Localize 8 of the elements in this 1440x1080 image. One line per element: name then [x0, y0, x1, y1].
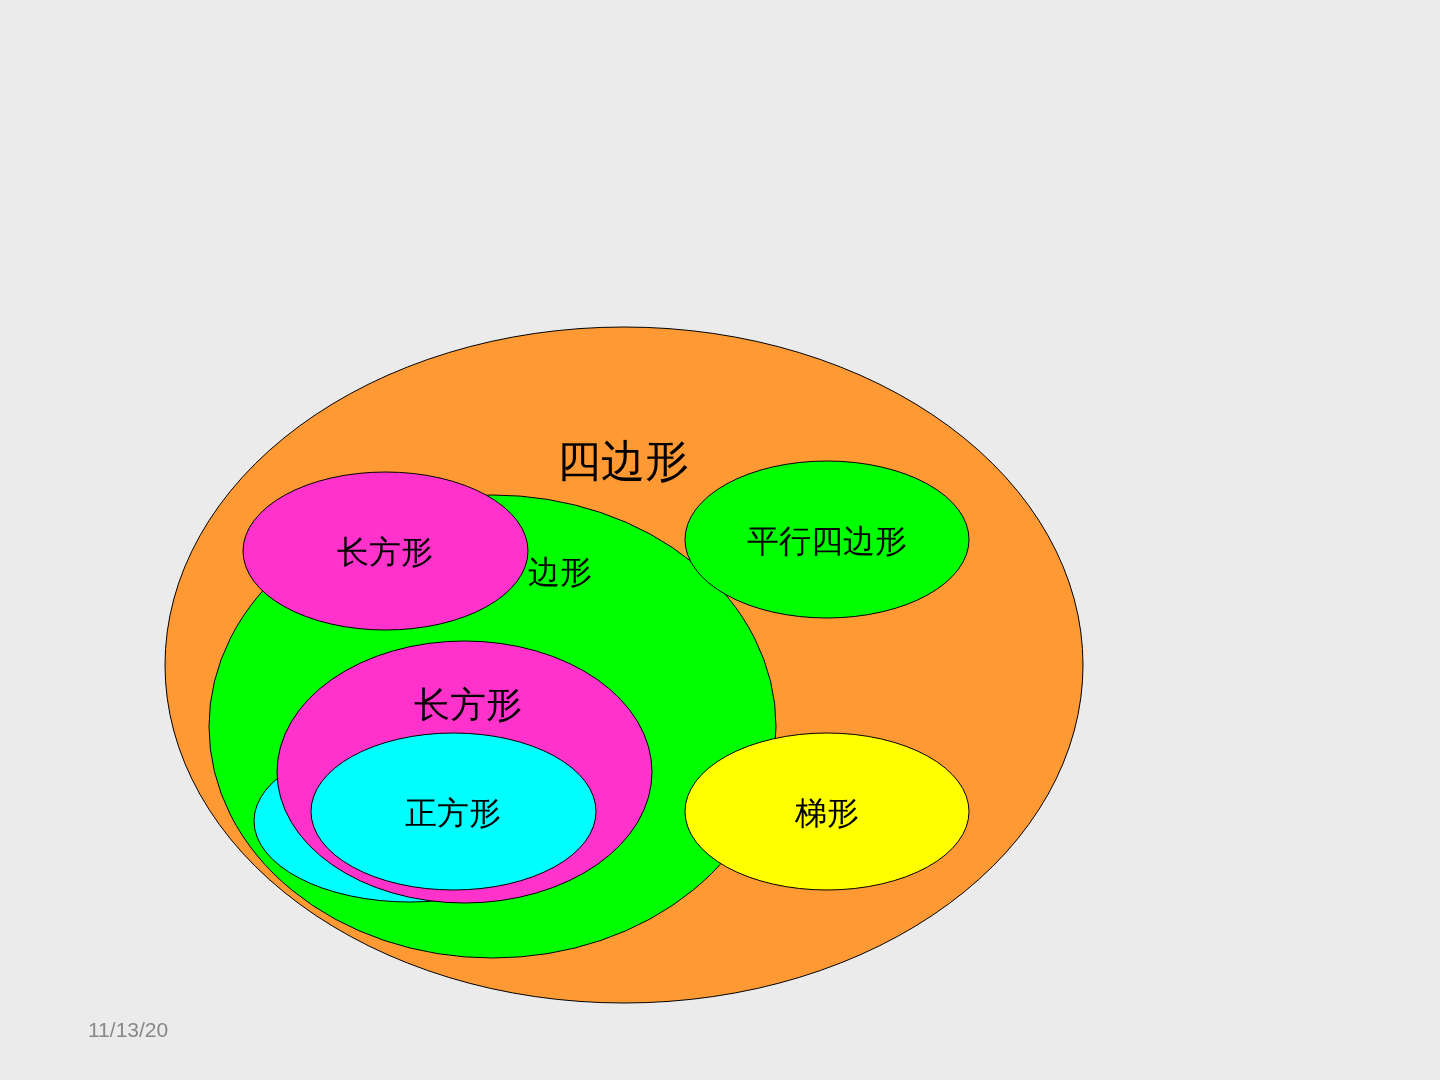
set-label: 长方形 [414, 687, 522, 723]
set-label: 长方形 [337, 536, 433, 568]
set-label: 四边形 [557, 440, 689, 484]
set-label: 平行四边形 [747, 525, 907, 557]
date-text: 11/13/20 [88, 1019, 169, 1040]
set-label: 正方形 [405, 797, 501, 829]
set-label: 边形 [528, 556, 592, 588]
set-label: 梯形 [795, 797, 859, 829]
